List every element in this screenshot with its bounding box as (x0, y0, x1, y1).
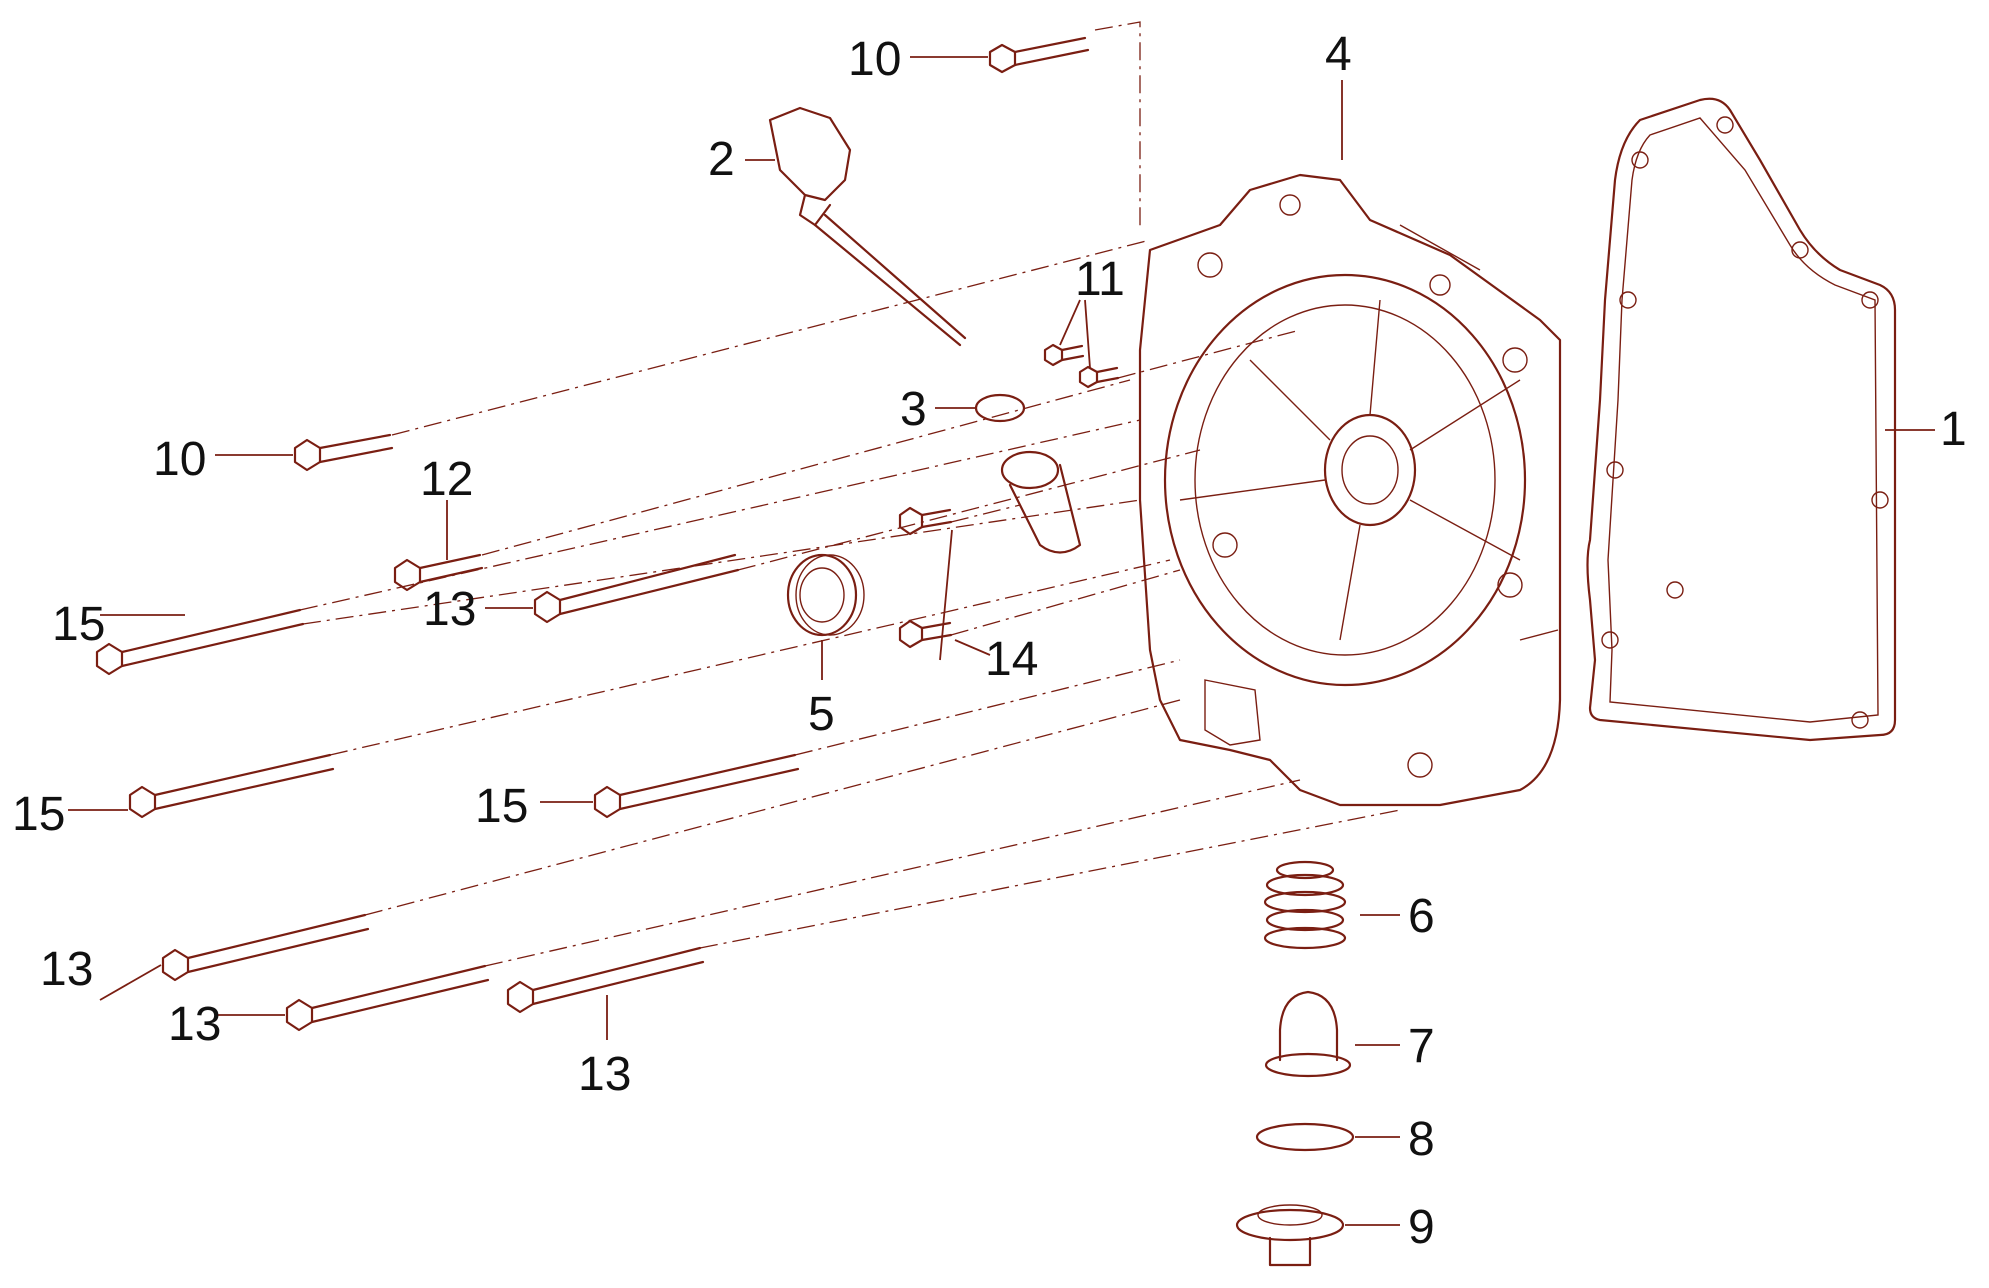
callout-13-a: 13 (40, 943, 93, 996)
leader-lines (68, 56, 1935, 1226)
bolt-10-top (988, 36, 1090, 74)
filler-neck (1000, 450, 1082, 554)
callout-6: 6 (1408, 890, 1435, 943)
callout-13-c: 13 (578, 1048, 631, 1101)
callout-5: 5 (808, 688, 835, 741)
callout-14: 14 (985, 633, 1038, 686)
bolt-13-c (506, 946, 705, 1014)
assembly-lines (299, 21, 1401, 967)
callout-4: 4 (1325, 28, 1352, 81)
callout-8: 8 (1408, 1113, 1435, 1166)
bolt-13-short (533, 553, 740, 624)
callout-15-a: 15 (52, 598, 105, 651)
callout-labels: 1 2 3 4 5 6 7 8 9 10 10 11 12 13 13 13 1… (12, 28, 1967, 1254)
callout-3: 3 (900, 383, 927, 436)
bolt-11-b (1078, 365, 1120, 389)
strainer (1264, 990, 1352, 1078)
dipstick (768, 106, 967, 347)
bolt-15-c (593, 753, 800, 819)
bolt-14-a (898, 506, 953, 536)
callout-13-short: 13 (423, 583, 476, 636)
oil-seal (786, 553, 865, 637)
callout-11: 11 (1075, 253, 1125, 306)
bolt-11-a (1043, 343, 1085, 367)
callout-1: 1 (1940, 403, 1967, 456)
callout-15-c: 15 (475, 780, 528, 833)
bolts (95, 36, 1120, 1032)
bolt-13-a (161, 913, 370, 982)
callout-12: 12 (420, 453, 473, 506)
bolt-13-b (285, 964, 490, 1032)
bolt-15-b (128, 753, 335, 819)
callout-7: 7 (1408, 1020, 1435, 1073)
callout-9: 9 (1408, 1201, 1435, 1254)
callout-13-b: 13 (168, 998, 221, 1051)
o-ring-8 (1255, 1122, 1355, 1152)
spring (1263, 860, 1347, 950)
drain-plug (1235, 1204, 1345, 1267)
bolt-12 (393, 553, 484, 592)
callout-2: 2 (708, 133, 735, 186)
bolt-15-a (95, 608, 305, 676)
gasket (1586, 97, 1897, 742)
crankcase-cover (1138, 173, 1562, 807)
callout-10-top: 10 (848, 33, 901, 86)
o-ring-3 (974, 393, 1026, 423)
bolt-10-left (293, 433, 394, 472)
callout-10-left: 10 (153, 433, 206, 486)
callout-15-b: 15 (12, 788, 65, 841)
